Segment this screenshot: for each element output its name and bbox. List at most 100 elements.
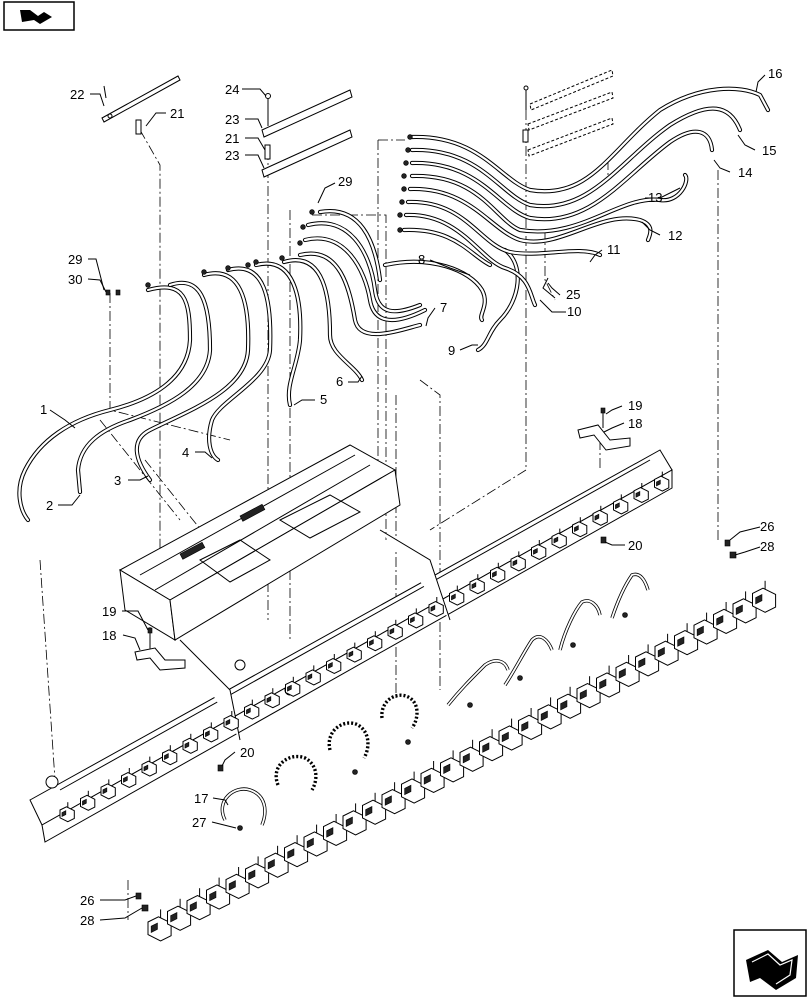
callout-20-right: 20 (628, 538, 642, 553)
bolt-24 (265, 93, 271, 126)
frame-row-unit (592, 505, 608, 526)
metering-unit (303, 824, 328, 857)
metering-unit (654, 633, 679, 666)
callout-2: 2 (46, 498, 53, 513)
metering-unit (342, 803, 367, 836)
metering-unit (576, 676, 601, 709)
callout-22: 22 (70, 87, 84, 102)
metering-unit (440, 750, 465, 783)
frame-row-unit (346, 642, 362, 663)
frame-row-unit (305, 665, 321, 686)
callout-1: 1 (40, 402, 47, 417)
metering-unit (635, 644, 660, 677)
metering-unit (186, 888, 211, 921)
callout-leaders (49, 74, 766, 921)
frame-row-unit (203, 722, 219, 743)
frame-row-unit (100, 779, 116, 800)
bolt-20-left (217, 764, 224, 772)
metering-unit (381, 782, 406, 815)
callout-3: 3 (114, 473, 121, 488)
callout-5: 5 (320, 392, 327, 407)
callout-4: 4 (182, 445, 189, 460)
callout-30: 30 (68, 272, 82, 287)
callout-9: 9 (448, 343, 455, 358)
frame-row-unit (285, 676, 301, 697)
metering-unit (225, 867, 250, 900)
metering-unit (518, 708, 543, 741)
metering-unit (167, 898, 192, 931)
frame-row-unit (510, 551, 526, 572)
frame-row-unit (428, 597, 444, 618)
metering-unit (245, 856, 270, 889)
frame-row-unit (264, 688, 280, 709)
callout-28-right: 28 (760, 539, 774, 554)
callout-18-right: 18 (628, 416, 642, 431)
tube-bundle-middle (382, 247, 520, 353)
pin-21-top (135, 119, 142, 135)
metering-unit (557, 686, 582, 719)
frame-row-unit (531, 540, 547, 561)
frame-row-unit (572, 517, 588, 538)
callout-29-left: 29 (68, 252, 82, 267)
frame-row-unit (613, 494, 629, 515)
metering-unit (479, 729, 504, 762)
callout-12: 12 (668, 228, 682, 243)
callout-25: 25 (566, 287, 580, 302)
callout-15: 15 (762, 143, 776, 158)
frame-row-unit (551, 528, 567, 549)
next-page-icon[interactable] (733, 929, 807, 997)
metering-unit (264, 845, 289, 878)
frame-row-units (59, 471, 670, 823)
callout-7: 7 (440, 300, 447, 315)
callout-21-mid: 21 (225, 131, 239, 146)
frame-row-unit (490, 562, 506, 583)
metering-unit (498, 718, 523, 751)
metering-unit (401, 771, 426, 804)
frame-row-unit (367, 631, 383, 652)
callout-10: 10 (567, 304, 581, 319)
callout-27: 27 (192, 815, 206, 830)
callout-21-top: 21 (170, 106, 184, 121)
metering-unit (732, 591, 757, 624)
metering-unit (362, 792, 387, 825)
callout-20-left: 20 (240, 745, 254, 760)
bracket-18-left (134, 627, 186, 671)
callout-16: 16 (768, 66, 782, 81)
pin-21-mid (264, 144, 271, 160)
callout-26-left: 26 (80, 893, 94, 908)
metering-unit (615, 655, 640, 688)
callout-11: 11 (607, 242, 621, 257)
callout-29-top: 29 (338, 174, 352, 189)
metering-unit (537, 697, 562, 730)
callout-19-left: 19 (102, 604, 116, 619)
lower-row-units (147, 580, 777, 942)
callout-19-right: 19 (628, 398, 642, 413)
callout-28-left: 28 (80, 913, 94, 928)
bracket-18-right (577, 407, 631, 451)
frame-row-unit (469, 574, 485, 595)
previous-page-icon[interactable] (3, 1, 75, 31)
callout-17: 17 (194, 791, 208, 806)
frame-row-unit (141, 756, 157, 777)
callout-13: 13 (648, 190, 662, 205)
tube-bundle-left (17, 209, 428, 523)
metering-unit (693, 612, 718, 645)
callout-26-right: 26 (760, 519, 774, 534)
metering-unit (674, 623, 699, 656)
callout-labels: 22 21 24 23 21 23 29 29 30 1 2 3 4 5 6 7… (40, 66, 782, 928)
frame-row-unit (449, 585, 465, 606)
frame-row-unit (326, 654, 342, 675)
bolt-20-right (600, 536, 607, 544)
plate-23-upper (261, 89, 353, 138)
frame-row-unit (80, 790, 96, 811)
tube-bundle-right (397, 86, 771, 308)
metering-unit (459, 739, 484, 772)
callout-14: 14 (738, 165, 752, 180)
hoses-lower (220, 572, 650, 831)
callout-24: 24 (225, 82, 239, 97)
frame-row-unit (387, 619, 403, 640)
clamp-bar-22 (101, 75, 181, 123)
frame-row-unit (654, 471, 670, 492)
callout-23-upper: 23 (225, 112, 239, 127)
frame-row-unit (162, 745, 178, 766)
